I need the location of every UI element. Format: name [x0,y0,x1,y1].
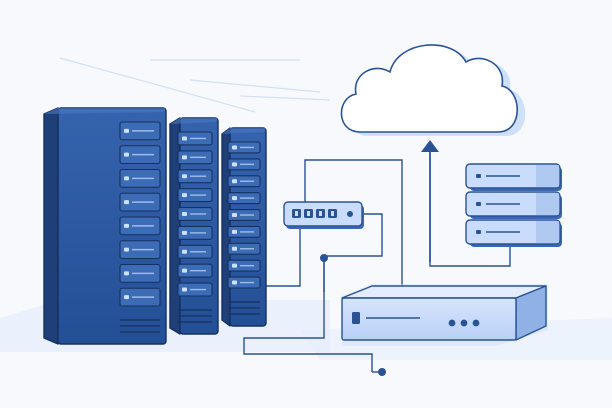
rack-server-unit [119,263,161,283]
decorative-lines [59,57,331,113]
rack-vent [120,319,160,333]
storage-drive [465,219,562,247]
rack-server-unit [119,216,161,236]
rack-server-unit [227,276,261,289]
storage-drive [465,163,562,191]
rack-server-unit [119,192,161,212]
rack-server-unit [119,287,161,307]
rack-server-unit [227,225,261,238]
rack-server-unit [177,188,213,203]
rack-server-unit [119,145,161,165]
rack-server-unit [119,240,161,260]
network-switch-icon [283,201,364,229]
rack-server-unit [177,207,213,221]
rack-server-unit [177,282,213,297]
rack-server-unit [227,158,261,171]
rack-server-unit [119,168,161,188]
rack-vent [228,301,260,315]
rack-server-unit [177,244,213,259]
rack-vent [178,309,212,323]
cloud-icon [340,44,526,137]
rack-server-unit [227,192,261,205]
rack-server-unit [177,263,213,278]
rack-server-unit [227,141,261,154]
server-rack-icon [43,107,167,345]
rack-server-unit [227,259,261,272]
server-rack-icon [221,127,267,327]
rack-server-unit [177,225,213,240]
rack-server-unit [177,150,213,165]
rack-server-unit [177,169,213,184]
upload-arrow-icon [421,140,439,262]
rack-server-unit [177,131,213,146]
rack-server-unit [227,242,261,255]
cable-junction-node [320,254,328,262]
rack-server-unit [227,209,261,221]
storage-stack-icon [465,163,562,247]
server-rack-icon [169,117,219,335]
storage-drive [465,191,562,219]
rack-server-unit [227,175,261,188]
server-rack-group [43,107,267,345]
rack-server-unit [119,121,161,141]
server-appliance-icon [341,284,548,346]
